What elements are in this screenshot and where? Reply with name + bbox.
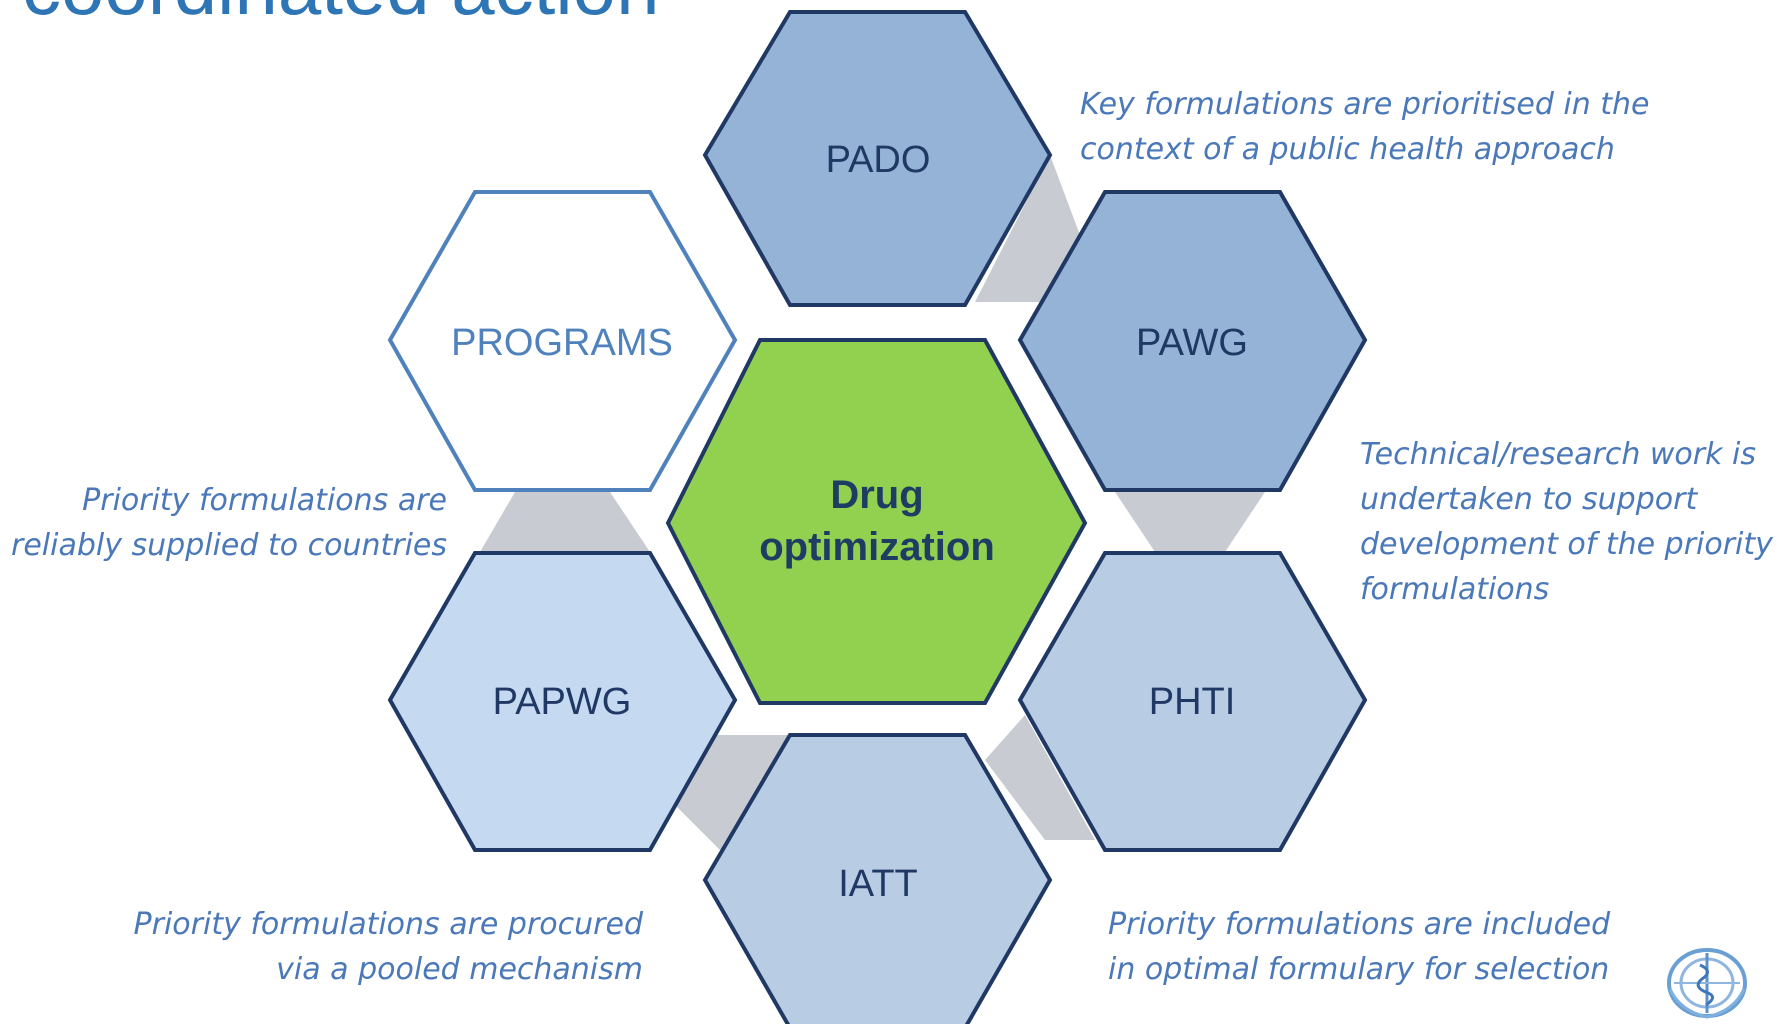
note-pado: Key formulations are prioritised in the … bbox=[1080, 82, 1650, 172]
note-pado-line: context of a public health approach bbox=[1080, 132, 1615, 167]
hex-iatt[interactable]: IATT bbox=[702, 733, 1053, 1024]
center-label-line2: optimization bbox=[759, 525, 995, 569]
note-iatt-line: Priority formulations are procured bbox=[133, 907, 643, 942]
note-phti: Priority formulations are included in op… bbox=[1108, 902, 1610, 992]
who-emblem-icon bbox=[1667, 948, 1747, 1019]
note-papwg-line: reliably supplied to countries bbox=[11, 528, 447, 563]
hex-iatt-label: IATT bbox=[838, 863, 918, 905]
center-label-line1: Drug bbox=[830, 473, 923, 517]
note-papwg: Priority formulations are reliably suppl… bbox=[11, 478, 447, 568]
hex-programs-label: PROGRAMS bbox=[451, 322, 673, 364]
hex-papwg[interactable]: PAPWG bbox=[387, 551, 738, 852]
note-pawg-line: development of the priority bbox=[1360, 527, 1773, 562]
note-papwg-line: Priority formulations are bbox=[82, 483, 447, 518]
note-pawg: Technical/research work is undertaken to… bbox=[1360, 432, 1773, 612]
hex-phti-label: PHTI bbox=[1149, 681, 1236, 723]
note-iatt-line: via a pooled mechanism bbox=[276, 952, 643, 987]
note-pado-line: Key formulations are prioritised in the bbox=[1080, 87, 1650, 122]
note-pawg-line: formulations bbox=[1360, 572, 1550, 607]
hex-pawg[interactable]: PAWG bbox=[1017, 190, 1368, 492]
note-phti-line: Priority formulations are included bbox=[1108, 907, 1611, 942]
connector-pado-pawg bbox=[975, 155, 1080, 302]
hex-pado-label: PADO bbox=[826, 139, 931, 181]
hex-pawg-label: PAWG bbox=[1136, 322, 1248, 364]
note-iatt: Priority formulations are procured via a… bbox=[134, 902, 643, 992]
hex-papwg-label: PAPWG bbox=[493, 681, 632, 723]
connectors bbox=[480, 155, 1265, 860]
hex-drug-optimization[interactable]: Drug optimization bbox=[665, 338, 1088, 705]
connector-phti-iatt bbox=[985, 715, 1095, 840]
hex-pado[interactable]: PADO bbox=[702, 10, 1053, 307]
note-pawg-line: undertaken to support bbox=[1360, 482, 1698, 517]
hex-phti[interactable]: PHTI bbox=[1017, 551, 1368, 852]
page-title: coordinated action bbox=[22, 0, 659, 26]
connector-pawg-phti bbox=[1115, 492, 1265, 552]
note-phti-line: in optimal formulary for selection bbox=[1108, 952, 1610, 987]
connector-papwg-programs bbox=[480, 492, 650, 552]
note-pawg-line: Technical/research work is bbox=[1360, 437, 1756, 472]
hex-programs[interactable]: PROGRAMS bbox=[387, 190, 738, 492]
